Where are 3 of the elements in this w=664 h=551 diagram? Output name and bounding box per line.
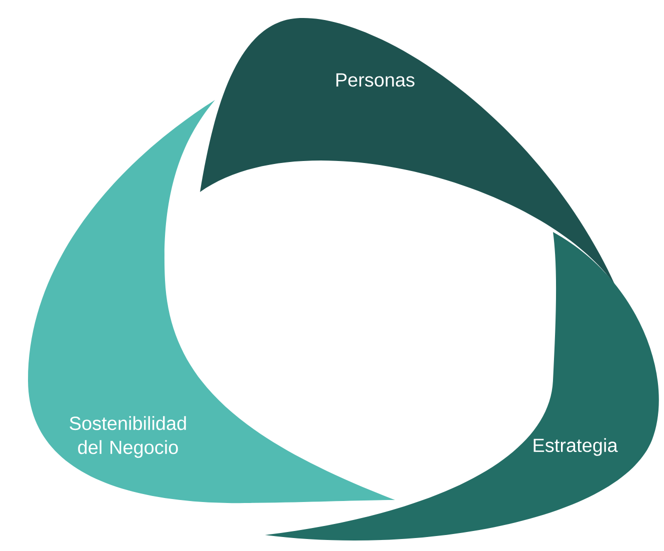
cycle-segment: Estrategia	[265, 232, 659, 540]
cycle-segment: Sostenibilidad del Negocio	[28, 100, 395, 503]
cycle-segment: Personas	[200, 18, 615, 285]
